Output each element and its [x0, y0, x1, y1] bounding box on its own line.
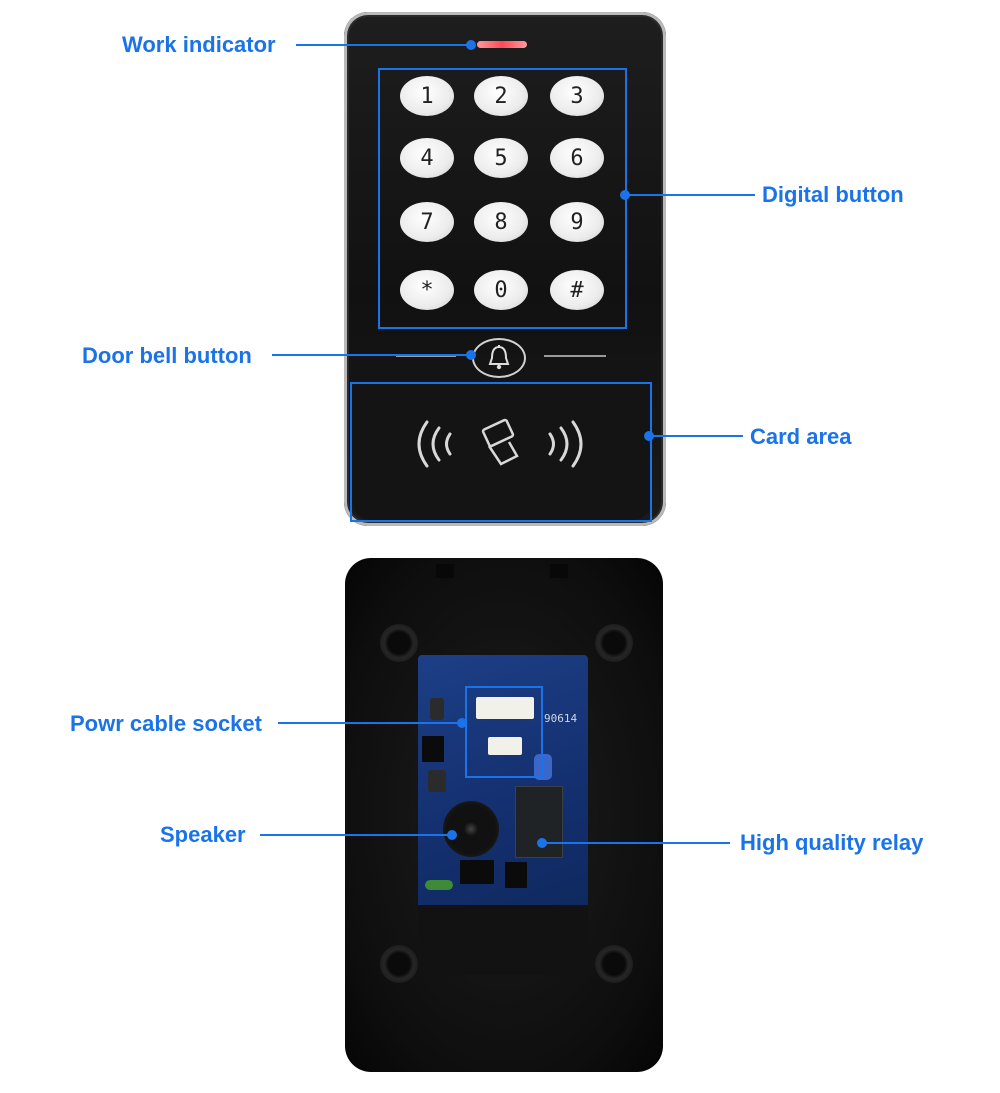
mounting-hole — [380, 945, 418, 983]
key-hash[interactable]: # — [550, 270, 604, 310]
speaker-label: Speaker — [160, 822, 246, 847]
digital-button-leader — [627, 194, 755, 196]
work-indicator-light — [477, 41, 527, 48]
power-cable-dot — [457, 718, 467, 728]
crystal — [425, 880, 453, 890]
work-indicator-label: Work indicator — [122, 32, 276, 57]
power-cable-socket — [476, 697, 534, 719]
speaker-dot — [447, 830, 457, 840]
capacitor — [428, 770, 446, 792]
tab-top-right — [550, 564, 568, 578]
key-8[interactable]: 8 — [474, 202, 528, 242]
key-3[interactable]: 3 — [550, 76, 604, 116]
relay-dot — [537, 838, 547, 848]
key-7[interactable]: 7 — [400, 202, 454, 242]
power-cable-box — [465, 686, 543, 778]
bell-rule-left — [396, 355, 456, 357]
bell-icon — [488, 345, 510, 370]
jumper-socket — [488, 737, 522, 755]
card-area-leader — [651, 435, 743, 437]
door-bell-dot — [466, 350, 476, 360]
bell-rule-right — [544, 355, 606, 357]
digital-button-box — [378, 68, 627, 329]
digital-button-dot — [620, 190, 630, 200]
rfid-card-icon — [417, 418, 583, 468]
key-2[interactable]: 2 — [474, 76, 528, 116]
key-0[interactable]: 0 — [474, 270, 528, 310]
door-bell-leader — [272, 354, 472, 356]
work-indicator-dot — [466, 40, 476, 50]
chip — [460, 860, 494, 884]
door-bell-label: Door bell button — [82, 343, 252, 368]
mounting-hole — [380, 624, 418, 662]
relay-leader — [544, 842, 730, 844]
key-9[interactable]: 9 — [550, 202, 604, 242]
key-star[interactable]: * — [400, 270, 454, 310]
chip — [505, 862, 527, 888]
power-cable-label: Powr cable socket — [70, 711, 262, 736]
capacitor — [430, 698, 444, 720]
tab-top-left — [436, 564, 454, 578]
power-cable-leader — [278, 722, 462, 724]
digital-button-label: Digital button — [762, 182, 904, 207]
cable-channel — [418, 905, 588, 975]
key-5[interactable]: 5 — [474, 138, 528, 178]
speaker-leader — [260, 834, 452, 836]
card-reader-panel — [352, 384, 652, 520]
key-6[interactable]: 6 — [550, 138, 604, 178]
key-1[interactable]: 1 — [400, 76, 454, 116]
work-indicator-leader — [296, 44, 471, 46]
door-bell-button[interactable] — [472, 338, 526, 378]
card-area-box — [350, 382, 652, 522]
speaker — [443, 801, 499, 857]
relay-label: High quality relay — [740, 830, 924, 855]
pcb-marking: 90614 — [544, 712, 578, 725]
card-area-label: Card area — [750, 424, 852, 449]
blue-capacitor — [534, 754, 552, 780]
mounting-hole — [595, 624, 633, 662]
key-4[interactable]: 4 — [400, 138, 454, 178]
chip — [422, 736, 444, 762]
mounting-hole — [595, 945, 633, 983]
card-area-dot — [644, 431, 654, 441]
